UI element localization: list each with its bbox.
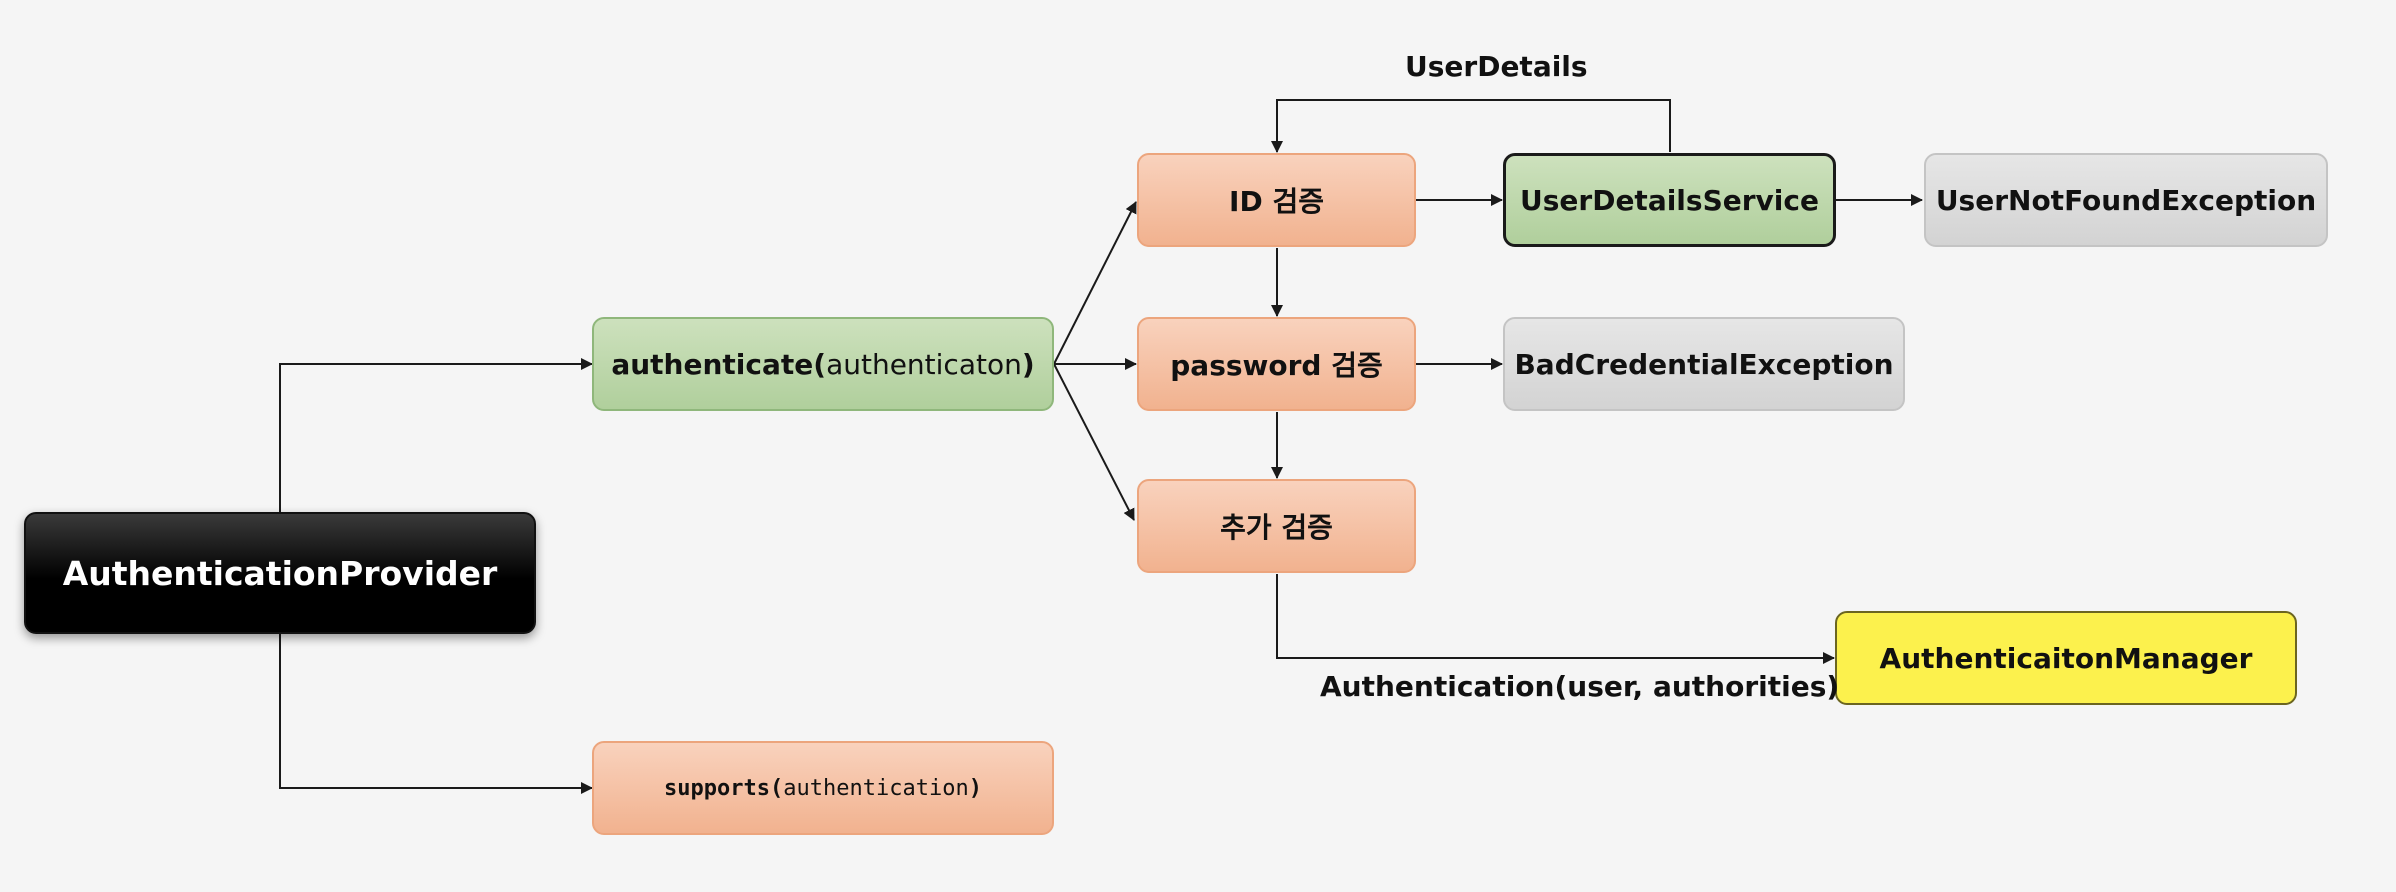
password-check-node: password 검증 <box>1137 317 1416 411</box>
edge-authenticate-to-id-check <box>1053 201 1137 365</box>
edge-provider-to-supports <box>279 634 593 794</box>
user-details-edge-label: UserDetails <box>1405 50 1588 83</box>
authentication-provider-node: AuthenticationProvider <box>24 512 536 634</box>
supports-method-node: supports(authentication) <box>592 741 1054 835</box>
edge-provider-to-authenticate <box>279 358 593 512</box>
user-details-service-node: UserDetailsService <box>1503 153 1836 247</box>
user-not-found-exception-node: UserNotFoundException <box>1924 153 2328 247</box>
authentication-provider-label: AuthenticationProvider <box>62 553 498 593</box>
edge-authenticate-to-extra-check <box>1053 363 1135 521</box>
extra-check-node: 추가 검증 <box>1137 479 1416 573</box>
password-check-label: password 검증 <box>1170 349 1383 382</box>
id-check-node: ID 검증 <box>1137 153 1416 247</box>
id-check-label: ID 검증 <box>1229 185 1324 218</box>
bad-credential-exception-label: BadCredentialException <box>1514 347 1894 381</box>
authentication-manager-label: AuthenticaitonManager <box>1879 641 2253 675</box>
bad-credential-exception-node: BadCredentialException <box>1503 317 1905 411</box>
supports-method-name: supports <box>664 775 771 801</box>
user-not-found-exception-label: UserNotFoundException <box>1935 183 2317 217</box>
authentication-manager-node: AuthenticaitonManager <box>1835 611 2297 705</box>
authentication-result-edge-label: Authentication(user, authorities) <box>1320 670 1840 703</box>
supports-open-paren: ( <box>770 775 784 801</box>
edge-service-to-user-details <box>1271 99 1671 153</box>
authenticate-method-node: authenticate(authenticaton) <box>592 317 1054 411</box>
edge-extra-to-manager <box>1276 574 1835 664</box>
extra-check-label: 추가 검증 <box>1220 511 1333 544</box>
user-details-service-label: UserDetailsService <box>1520 183 1819 217</box>
authenticate-close-paren: ) <box>1021 347 1035 381</box>
authenticate-method-name: authenticate <box>611 347 814 381</box>
authenticate-param: authenticaton <box>826 347 1022 381</box>
supports-close-paren: ) <box>968 775 982 801</box>
authenticate-open-paren: ( <box>813 347 827 381</box>
supports-param: authentication <box>783 775 969 801</box>
